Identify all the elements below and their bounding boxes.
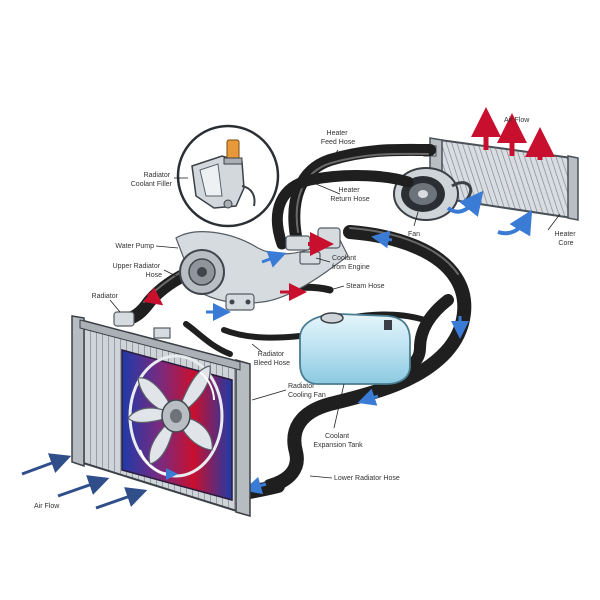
air-flow-arrows-heater: [471, 107, 555, 160]
fan-air-arrow-1: [446, 190, 484, 217]
water-pump-assembly: [175, 227, 349, 311]
label-steam-hose: Steam Hose: [346, 283, 385, 290]
label-radiator: Radiator: [92, 293, 119, 300]
leader-lines: [109, 149, 561, 479]
label-upper-radiator-hose: Upper Radiator Hose: [113, 263, 163, 279]
label-heater-core: Heater Core: [555, 231, 578, 247]
radiator-cooling-fan: [127, 354, 224, 480]
label-coolant-expansion-tank: Coolant Expansion Tank: [313, 433, 363, 449]
label-heater-feed-hose: Heater Feed Hose: [321, 130, 355, 146]
coolant-filler-inset: [176, 124, 280, 228]
air-flow-arrows-radiator: [21, 453, 148, 510]
label-air-flow-top: Air Flow: [504, 117, 530, 124]
label-radiator-coolant-filler: Radiator Coolant Filler: [131, 172, 173, 188]
label-lower-radiator-hose: Lower Radiator Hose: [334, 475, 400, 482]
label-radiator-bleed-hose: Radiator Bleed Hose: [254, 351, 290, 367]
label-water-pump: Water Pump: [115, 243, 154, 250]
fan-air-arrow-2: [497, 209, 533, 237]
label-fan: Fan: [408, 231, 420, 238]
coolant-expansion-tank: [299, 312, 411, 385]
label-heater-return-hose: Heater Return Hose: [330, 187, 369, 203]
label-air-flow-bottom: Air Flow: [34, 503, 60, 510]
label-coolant-from-engine: Coolant from Engine: [332, 255, 370, 271]
label-radiator-cooling-fan: Radiator Cooling Fan: [288, 383, 326, 399]
coolant-flow-arrows: [143, 230, 469, 495]
